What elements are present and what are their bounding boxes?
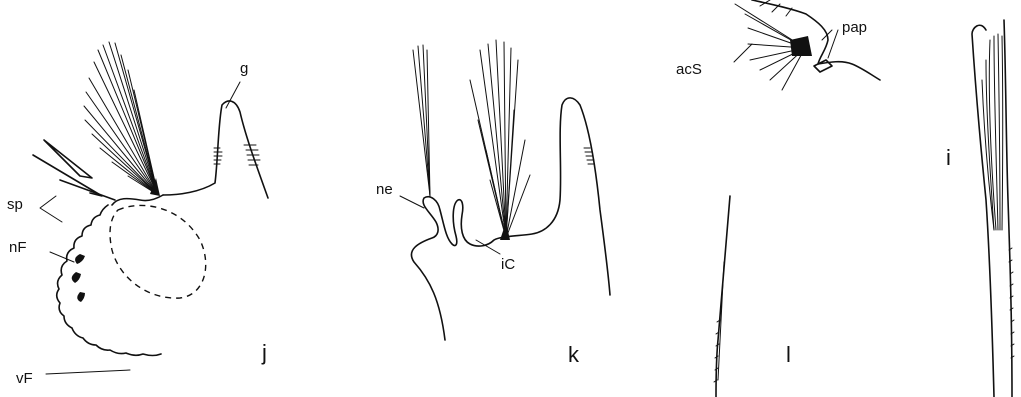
panel-l-leader-pap (822, 30, 838, 58)
panel-j-leader-vF (46, 370, 130, 374)
panel-j-chaetae (84, 42, 160, 196)
panel-k-label-iC: iC (501, 256, 515, 273)
panel-k-leader-ne (400, 196, 424, 208)
panel-i-letter: i (946, 145, 951, 170)
panel-l-seta (716, 196, 730, 397)
panel-i-inner-striations (982, 34, 1003, 230)
panel-j-label-g: g (240, 60, 248, 77)
panel-i-drawing (972, 20, 1014, 397)
panel-j-label-nF: nF (9, 239, 27, 256)
panel-j-dark-papillae (72, 254, 85, 302)
panel-l-drawing (714, 0, 880, 397)
panel-j-lobe-g (163, 101, 268, 198)
panel-j-leader-g (226, 82, 240, 108)
panel-l-leader-acS (734, 44, 752, 62)
panel-j-label-sp: sp (7, 196, 23, 213)
panel-j-letter: j (261, 340, 267, 365)
panel-j-leader-sp (40, 196, 62, 222)
panel-k-leader-iC (476, 240, 500, 254)
panel-k-letter: k (568, 342, 580, 367)
panel-j-drawing (33, 42, 268, 374)
panel-l-letter: l (786, 342, 791, 367)
panel-k-center-bundle (470, 40, 530, 240)
panel-l-label-acS: acS (676, 61, 702, 78)
panel-k-left-bundle (413, 45, 430, 196)
panel-l-acicular-setae (735, 4, 812, 90)
panel-j-lobe-hatching (214, 145, 260, 165)
panel-l-label-pap: pap (842, 19, 867, 36)
panel-k-label-ne: ne (376, 181, 393, 198)
panel-k-lobes (411, 98, 610, 340)
panel-j-body (112, 195, 163, 205)
panel-j-dashed-outline (110, 205, 206, 298)
panel-j-label-vF: vF (16, 370, 33, 387)
panel-k-drawing (400, 40, 610, 340)
panel-j-leader-nF (50, 252, 74, 262)
panel-j-spines (33, 140, 115, 200)
